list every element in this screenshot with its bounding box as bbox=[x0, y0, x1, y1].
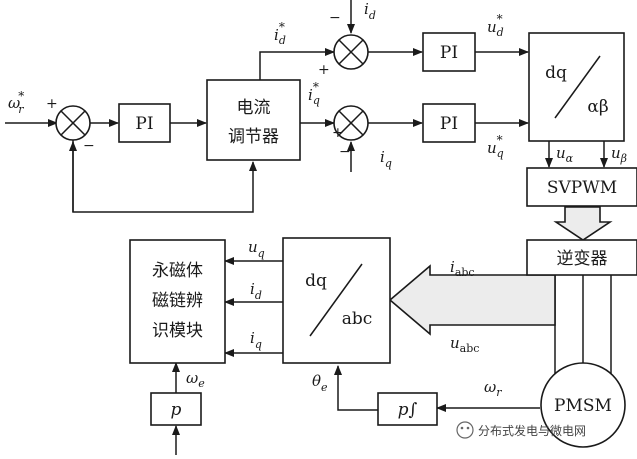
d-axis-summing-junction bbox=[333, 34, 369, 70]
identification-label-3: 识模块 bbox=[152, 321, 203, 341]
wechat-icon bbox=[456, 421, 474, 439]
current-regulator-block: 电流 调节器 bbox=[206, 79, 301, 161]
i-abc-label: iabc bbox=[450, 258, 475, 279]
id-ref-label: i*d bbox=[274, 20, 286, 47]
signal-wires bbox=[5, 0, 612, 455]
speed-pi-label: PI bbox=[135, 114, 153, 134]
d-axis-pi-label: PI bbox=[440, 43, 458, 63]
derivative-block: p bbox=[150, 392, 202, 426]
svpwm-block: SVPWM bbox=[526, 167, 637, 207]
uq-out-label: uq bbox=[248, 238, 265, 260]
current-regulator-label-2: 调节器 bbox=[228, 127, 279, 147]
theta-e-label: θe bbox=[312, 372, 328, 394]
q-plus-sign: + bbox=[332, 125, 344, 141]
watermark: 分布式发电与微电网 bbox=[456, 421, 586, 439]
speed-plus-sign: + bbox=[46, 96, 58, 112]
pmsm-motor: PMSM bbox=[540, 362, 626, 448]
signal-labels: ω*r + − i*d i*q id − + iq + − u*d u*q uα… bbox=[8, 0, 627, 399]
derivative-label: p bbox=[171, 400, 182, 420]
iq-feedback-label: iq bbox=[380, 148, 392, 170]
dq-alphabeta-transform-block: dq αβ bbox=[528, 32, 625, 142]
u-abc-label: uabc bbox=[450, 334, 479, 355]
speed-summing-junction bbox=[55, 105, 91, 141]
integrator-block: p∫ bbox=[377, 392, 438, 426]
identification-label-1: 永磁体 bbox=[152, 261, 203, 281]
uq-ref-label: u*q bbox=[487, 133, 504, 160]
speed-pi-block: PI bbox=[118, 103, 171, 143]
d-axis-pi-block: PI bbox=[422, 32, 476, 72]
integrator-label: p∫ bbox=[398, 400, 418, 420]
q-axis-pi-label: PI bbox=[440, 114, 458, 134]
flux-identification-block: 永磁体 磁链辨 识模块 bbox=[129, 239, 226, 364]
wire-id-ref bbox=[259, 48, 335, 80]
iq-out-label: iq bbox=[250, 329, 262, 351]
u-alpha-label: uα bbox=[556, 144, 574, 165]
watermark-text: 分布式发电与微电网 bbox=[478, 423, 586, 438]
d-minus-sign: − bbox=[329, 10, 341, 26]
dq-abc-transform-block: dq abc bbox=[282, 237, 391, 364]
d-plus-sign: + bbox=[318, 62, 330, 78]
measurement-bus-arrow bbox=[388, 264, 556, 336]
q-minus-sign: − bbox=[339, 144, 351, 160]
id-feedback-label: id bbox=[364, 0, 376, 22]
u-beta-label: uβ bbox=[611, 144, 627, 165]
ud-ref-label: u*d bbox=[487, 12, 504, 39]
omega-ref-label: ω*r bbox=[8, 89, 24, 116]
svpwm-to-inverter-arrow bbox=[553, 206, 613, 241]
q-axis-summing-junction bbox=[333, 105, 369, 141]
inverter-block: 逆变器 bbox=[526, 239, 637, 276]
inverter-label: 逆变器 bbox=[557, 249, 608, 269]
svpwm-label: SVPWM bbox=[547, 178, 617, 198]
dq-abc-top-label: dq bbox=[305, 271, 327, 291]
dq-alphabeta-top-label: dq bbox=[545, 63, 567, 83]
dq-abc-bottom-label: abc bbox=[342, 309, 373, 329]
q-axis-pi-block: PI bbox=[422, 103, 476, 143]
identification-label-2: 磁链辨 bbox=[152, 291, 203, 311]
motor-label: PMSM bbox=[554, 396, 612, 416]
dq-alphabeta-bottom-label: αβ bbox=[587, 97, 608, 117]
current-regulator-label-1: 电流 bbox=[237, 98, 271, 118]
wire-theta-e bbox=[334, 365, 378, 411]
omega-e-label: ωe bbox=[186, 369, 205, 390]
omega-r-label: ωr bbox=[484, 378, 502, 399]
id-out-label: id bbox=[250, 280, 262, 302]
iq-ref-label: i*q bbox=[308, 80, 320, 107]
speed-minus-sign: − bbox=[83, 138, 95, 154]
